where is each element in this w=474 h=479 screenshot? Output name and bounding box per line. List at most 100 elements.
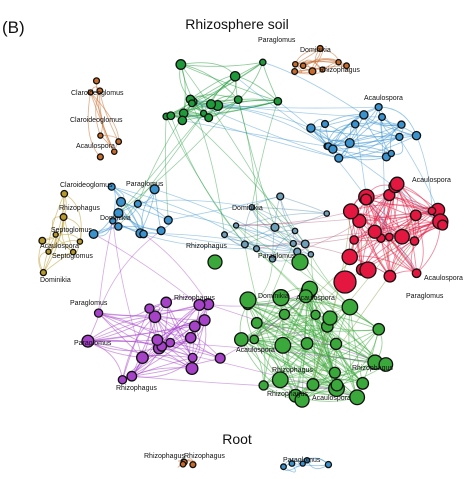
node-label: Dominikia <box>300 47 331 54</box>
network-edge <box>389 194 433 212</box>
node-label: Paraglomus <box>283 457 321 464</box>
network-edge <box>308 291 376 363</box>
blue-module-node <box>114 222 123 231</box>
blue-module-node <box>377 113 387 122</box>
purple-module-node <box>148 310 162 324</box>
node-label: Septoglomus <box>51 227 92 234</box>
network-edge <box>95 90 101 136</box>
red-module-node <box>411 268 422 279</box>
bright-green-module-node <box>330 378 344 392</box>
blue-module-node <box>344 137 355 149</box>
red-module-node <box>367 224 382 239</box>
rhizosphere-network-title: Rhizosphere soil <box>185 16 289 32</box>
blue-module-node <box>411 130 422 141</box>
network-edge <box>247 304 296 397</box>
olive-module-node <box>45 248 52 255</box>
purple-module-node <box>214 352 226 364</box>
network-edge <box>98 230 162 314</box>
blue-module-node <box>397 120 406 129</box>
bright-green-module-node <box>378 357 394 372</box>
orange-module-node <box>299 62 307 70</box>
node-label: Rhizophagus <box>116 385 157 392</box>
green-module-node <box>259 58 267 67</box>
blue-module-node <box>320 119 330 129</box>
blue-module-node <box>113 207 124 219</box>
orange-module-node <box>335 58 342 66</box>
network-edge <box>192 101 339 159</box>
bright-green-module-node <box>341 298 359 316</box>
network-edge <box>355 122 417 136</box>
bright-green-module-node <box>298 289 313 304</box>
green-module-node <box>233 95 243 105</box>
edge-layer <box>38 47 447 473</box>
mixed-module-node <box>252 245 261 253</box>
orange-module-node <box>92 77 101 85</box>
network-edge <box>360 199 367 270</box>
node-label: Dominikia <box>100 215 131 222</box>
network-edge <box>48 193 65 252</box>
network-edge <box>93 233 200 306</box>
node-label: Rhizophagus <box>186 243 227 250</box>
network-edge <box>235 225 298 253</box>
orange-module-node <box>96 153 104 161</box>
green-module-node <box>204 113 214 123</box>
network-edge <box>251 101 279 208</box>
bright-green-module-node <box>249 334 260 345</box>
network-edge <box>338 106 379 159</box>
network-edge <box>338 135 417 159</box>
network-edge <box>236 210 432 226</box>
network-edge <box>87 325 195 342</box>
purple-module-node <box>188 320 201 333</box>
purple-module-node <box>165 337 176 348</box>
node-layer <box>38 44 449 471</box>
root-blue-node <box>324 460 333 469</box>
network-edge <box>236 210 352 226</box>
bright-green-module-node <box>372 322 386 336</box>
network-edge <box>168 196 281 221</box>
bright-green-module-node <box>310 309 321 321</box>
purple-module-node <box>93 308 104 318</box>
network-edge <box>208 303 386 365</box>
blue-module-node <box>374 102 383 112</box>
network-edge <box>98 304 200 317</box>
green-module-node <box>187 99 196 108</box>
network-edge <box>140 232 257 250</box>
network-edge <box>416 135 433 211</box>
bright-green-module-node <box>258 380 269 391</box>
blue-module-node <box>387 149 396 158</box>
network-edge <box>305 296 316 385</box>
red-module-node <box>384 232 394 242</box>
mixed-module-node <box>248 203 256 211</box>
bright-green-module-node <box>329 337 343 351</box>
blue-module-node <box>306 123 316 133</box>
red-module-node <box>349 235 359 245</box>
blue-module-node <box>109 217 117 225</box>
bright-green-module-node <box>300 336 314 350</box>
olive-module-node <box>59 213 68 222</box>
node-label: Paraglomus <box>258 253 296 260</box>
olive-module-node <box>76 238 84 245</box>
purple-module-node <box>126 370 138 382</box>
bright-green-module-node <box>328 366 341 379</box>
network-edge <box>182 120 328 147</box>
network-edge <box>217 105 312 129</box>
purple-module-node <box>160 296 173 309</box>
green-module-node <box>273 96 283 106</box>
green-module-node <box>229 70 241 82</box>
orange-module-node <box>291 68 299 76</box>
root-orange-node <box>189 461 197 469</box>
mixed-module-node <box>323 210 331 217</box>
network-edge <box>98 312 171 344</box>
node-label: Rhizophagus <box>144 453 185 460</box>
mixed-module-node <box>221 231 229 239</box>
red-module-node <box>342 203 360 220</box>
bright-green-module-node <box>356 376 370 390</box>
network-edge <box>247 299 350 308</box>
root-blue-node <box>288 460 296 467</box>
blue-module-node <box>156 226 166 236</box>
red-module-node <box>394 228 410 245</box>
network-edge <box>118 113 204 227</box>
network-edge <box>137 203 306 245</box>
purple-module-node <box>151 334 164 346</box>
network-edge <box>332 124 402 150</box>
